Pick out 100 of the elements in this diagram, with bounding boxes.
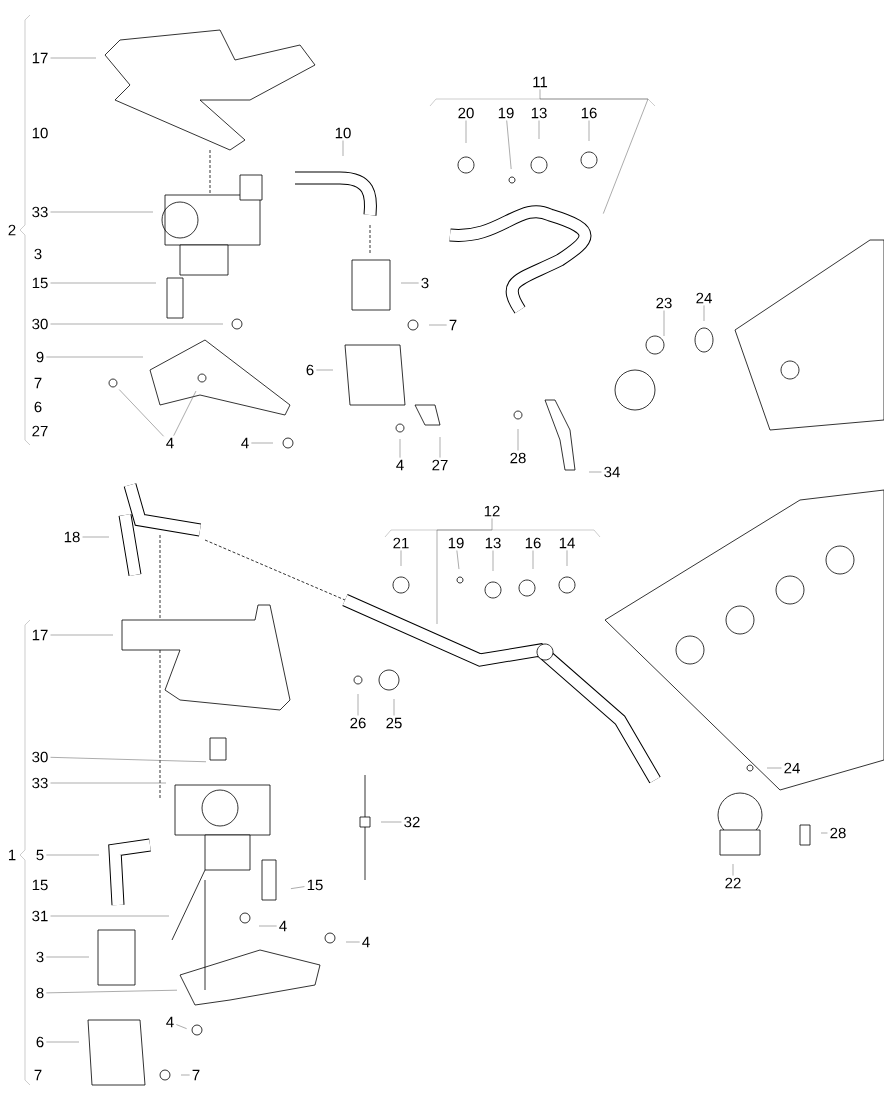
callout-number: 14 bbox=[556, 535, 578, 551]
callout-number: 4 bbox=[163, 1014, 177, 1030]
callout-number: 33 bbox=[29, 775, 51, 791]
leader-line bbox=[703, 305, 705, 322]
callout-number: 28 bbox=[507, 450, 529, 466]
callout-number: 33 bbox=[29, 204, 51, 220]
leader-line bbox=[50, 57, 97, 59]
leader-line bbox=[173, 390, 197, 436]
leader-line bbox=[663, 310, 665, 337]
leader-line bbox=[46, 989, 178, 994]
callout-number: 6 bbox=[303, 362, 317, 378]
leader-line bbox=[380, 821, 402, 823]
leader-line bbox=[766, 767, 782, 769]
leader-line bbox=[428, 324, 447, 326]
callout-number: 34 bbox=[601, 464, 623, 480]
callout-number: 8 bbox=[33, 985, 47, 1001]
leader-line bbox=[588, 120, 590, 142]
callout-number: 27 bbox=[32, 425, 48, 437]
callout-number: 10 bbox=[332, 125, 354, 141]
callout-number: 17 bbox=[29, 50, 51, 66]
leader-line bbox=[436, 518, 493, 625]
leader-line bbox=[465, 120, 467, 144]
callout-number: 4 bbox=[393, 457, 407, 473]
leader-line bbox=[46, 854, 100, 856]
callout-number: 27 bbox=[429, 457, 451, 473]
callout-number: 3 bbox=[34, 248, 42, 260]
leader-line bbox=[50, 323, 224, 325]
leader-line bbox=[176, 1024, 187, 1029]
callout-number: 31 bbox=[29, 908, 51, 924]
leader-line bbox=[50, 211, 154, 213]
leader-line bbox=[180, 1074, 190, 1076]
leader-line bbox=[820, 832, 828, 834]
callout-number: 2 bbox=[8, 224, 16, 236]
leader-line bbox=[399, 438, 401, 458]
leader-line bbox=[50, 782, 167, 784]
leader-line bbox=[46, 956, 90, 958]
leader-line bbox=[50, 282, 157, 284]
callout-number: 15 bbox=[32, 879, 48, 891]
callout-number: 30 bbox=[29, 316, 51, 332]
callout-number: 16 bbox=[578, 105, 600, 121]
leader-line bbox=[539, 89, 649, 214]
leader-line bbox=[50, 634, 114, 636]
callout-number: 22 bbox=[722, 875, 744, 891]
callout-number: 15 bbox=[304, 877, 326, 893]
callout-number: 24 bbox=[693, 290, 715, 306]
leader-line bbox=[357, 693, 359, 716]
callout-number: 4 bbox=[163, 435, 177, 451]
leader-line bbox=[456, 550, 460, 570]
leader-line bbox=[50, 915, 170, 917]
leader-line bbox=[258, 925, 277, 927]
callout-number: 20 bbox=[455, 105, 477, 121]
leader-line bbox=[46, 356, 144, 358]
callout-number: 28 bbox=[827, 825, 849, 841]
callout-number: 7 bbox=[189, 1067, 203, 1083]
leader-line bbox=[342, 140, 344, 157]
callout-number: 26 bbox=[347, 715, 369, 731]
callout-number: 25 bbox=[383, 715, 405, 731]
leader-line bbox=[251, 442, 274, 444]
callout-number: 1 bbox=[8, 849, 16, 861]
callout-number: 18 bbox=[61, 529, 83, 545]
leader-line bbox=[50, 757, 207, 762]
leader-line bbox=[393, 698, 395, 716]
leader-line bbox=[400, 550, 402, 567]
callout-number: 6 bbox=[34, 401, 42, 413]
callout-number: 3 bbox=[418, 275, 432, 291]
callout-number: 13 bbox=[528, 105, 550, 121]
leader-line bbox=[345, 941, 360, 943]
leader-line bbox=[532, 550, 534, 570]
leader-line bbox=[506, 120, 512, 170]
leader-line bbox=[588, 471, 602, 473]
callout-number: 23 bbox=[653, 295, 675, 311]
callout-number: 19 bbox=[495, 105, 517, 121]
leader-line bbox=[400, 282, 419, 284]
callout-number: 32 bbox=[401, 814, 423, 830]
callout-number: 13 bbox=[482, 535, 504, 551]
callout-number: 15 bbox=[29, 275, 51, 291]
callout-number: 7 bbox=[34, 377, 42, 389]
callout-number: 7 bbox=[34, 1069, 42, 1081]
callout-number: 4 bbox=[359, 934, 373, 950]
callout-number: 19 bbox=[445, 535, 467, 551]
callout-number: 30 bbox=[29, 749, 51, 765]
leader-line bbox=[82, 536, 110, 538]
leader-line bbox=[566, 550, 568, 567]
leader-line bbox=[46, 1041, 80, 1043]
callout-number: 3 bbox=[33, 949, 47, 965]
leader-line bbox=[517, 428, 519, 451]
callout-number: 7 bbox=[446, 317, 460, 333]
callout-number: 21 bbox=[390, 535, 412, 551]
leader-line bbox=[290, 886, 305, 889]
leader-line bbox=[118, 389, 164, 437]
leader-line bbox=[439, 436, 441, 458]
callout-number: 16 bbox=[522, 535, 544, 551]
callout-number: 4 bbox=[276, 918, 290, 934]
callout-number: 4 bbox=[238, 435, 252, 451]
callout-number: 10 bbox=[32, 127, 48, 139]
leader-line bbox=[732, 863, 734, 876]
callout-number: 9 bbox=[33, 349, 47, 365]
leader-line bbox=[538, 120, 540, 140]
callout-number: 12 bbox=[481, 503, 503, 519]
leader-line bbox=[316, 369, 334, 371]
